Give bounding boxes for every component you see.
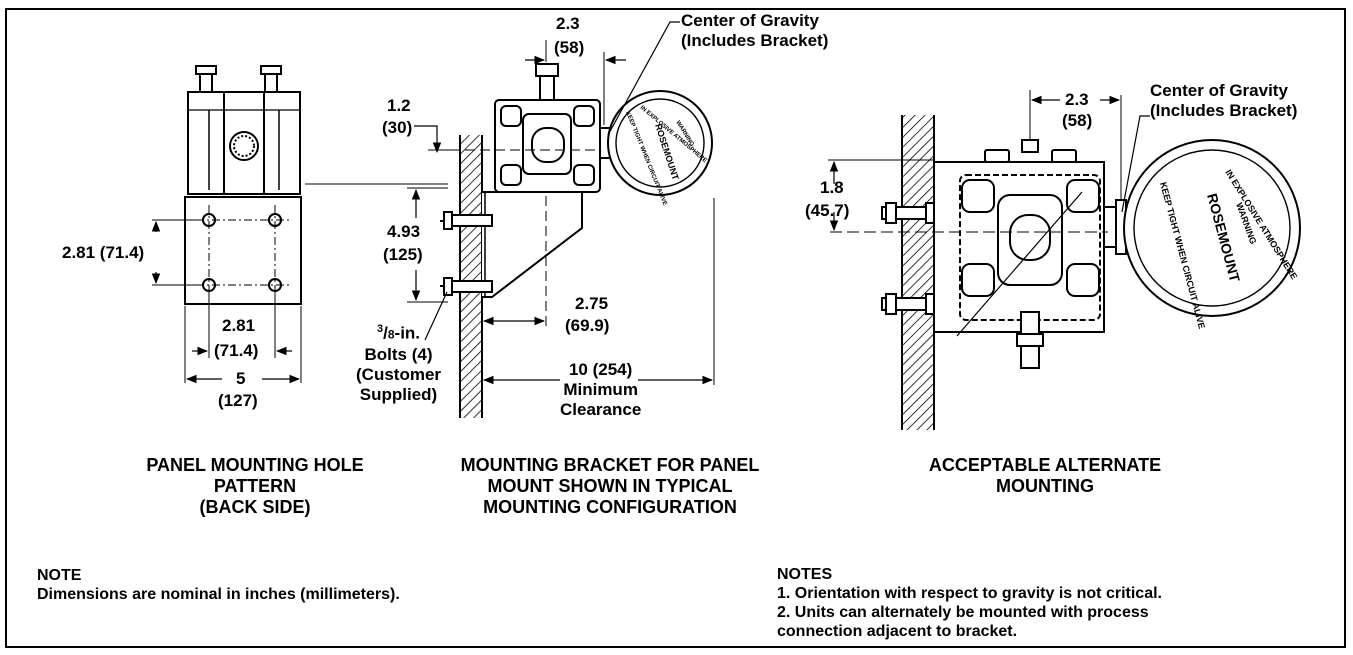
- center-clearance-line: 10 (254): [568, 360, 633, 379]
- left-caption-line: PATTERN: [213, 476, 297, 496]
- center-caption-line: MOUNT SHOWN IN TYPICAL: [487, 476, 733, 496]
- center-bolts-denominator: 8: [387, 327, 395, 342]
- right-cog-line: (Includes Bracket): [1150, 101, 1298, 120]
- right-dim-vertical-mm: (45.7): [805, 201, 850, 220]
- notes-right-line: connection adjacent to bracket.: [777, 623, 1018, 640]
- notes-left: NOTE Dimensions are nominal in inches (m…: [37, 566, 400, 604]
- left-caption: PANEL MOUNTING HOLE PATTERN (BACK SIDE): [145, 455, 365, 518]
- notes-right-heading: NOTES: [777, 566, 833, 583]
- center-dim-small-in: 1.2: [387, 96, 411, 115]
- center-bolts-unit: -in.: [394, 323, 421, 343]
- left-caption-line: (BACK SIDE): [199, 497, 311, 517]
- left-caption-line: PANEL MOUNTING HOLE: [146, 455, 364, 475]
- right-cog-line: Center of Gravity: [1150, 81, 1288, 100]
- left-dim-width-mm: (127): [218, 391, 258, 410]
- center-view-drawing: [407, 21, 715, 418]
- notes-left-heading: NOTE: [37, 567, 82, 584]
- fraction-slash: /: [383, 323, 388, 343]
- center-dim-small-mm: (30): [382, 118, 413, 137]
- right-cog-label: Center of Gravity (Includes Bracket): [1150, 81, 1297, 121]
- right-caption-line: MOUNTING: [996, 476, 1094, 496]
- notes-left-line: Dimensions are nominal in inches (millim…: [37, 586, 400, 603]
- center-clearance-line: Minimum: [563, 380, 638, 399]
- center-dim-top-mm: (58): [554, 38, 585, 57]
- center-dim-top-in: 2.3: [556, 14, 580, 33]
- center-dim-offset-in: 2.75: [575, 294, 609, 313]
- center-cog-label: Center of Gravity (Includes Bracket): [681, 11, 828, 51]
- center-bolts-label: 3/8-in. Bolts (4) (Customer Supplied): [356, 319, 441, 405]
- center-dim-clearance: 10 (254) Minimum Clearance: [560, 360, 641, 420]
- center-bolts-line: Supplied): [359, 384, 438, 404]
- center-bolts-line: Bolts (4): [364, 344, 433, 364]
- left-dim-width-in: 5: [236, 369, 246, 388]
- center-caption: MOUNTING BRACKET FOR PANEL MOUNT SHOWN I…: [420, 455, 800, 518]
- notes-right-line: 2. Units can alternately be mounted with…: [777, 604, 1149, 621]
- right-dim-top-mm: (58): [1062, 111, 1093, 130]
- figure-frame: [5, 8, 1346, 648]
- right-caption: ACCEPTABLE ALTERNATE MOUNTING: [915, 455, 1175, 497]
- center-bolts-size: 3/8-in.: [356, 319, 441, 345]
- center-caption-line: MOUNTING CONFIGURATION: [483, 497, 737, 517]
- right-caption-line: ACCEPTABLE ALTERNATE: [928, 455, 1162, 475]
- center-cog-line: Center of Gravity: [681, 11, 819, 30]
- center-dim-vertical-mm: (125): [383, 245, 423, 264]
- right-dim-top-in: 2.3: [1065, 90, 1089, 109]
- center-dim-offset-mm: (69.9): [565, 316, 610, 335]
- center-dim-vertical-in: 4.93: [387, 222, 421, 241]
- left-dim-hole-horizontal-in: 2.81: [222, 316, 256, 335]
- left-dim-hole-horizontal-mm: (71.4): [214, 341, 259, 360]
- left-dim-hole-vertical: 2.81 (71.4): [62, 243, 145, 262]
- center-cog-line: (Includes Bracket): [681, 31, 829, 50]
- notes-right: NOTES 1. Orientation with respect to gra…: [777, 565, 1162, 641]
- right-view-drawing: [828, 90, 1301, 430]
- notes-right-line: 1. Orientation with respect to gravity i…: [777, 585, 1162, 602]
- center-bolts-line: (Customer: [356, 364, 442, 384]
- center-caption-line: MOUNTING BRACKET FOR PANEL: [460, 455, 760, 475]
- left-view-drawing: [151, 65, 448, 384]
- right-dim-vertical-in: 1.8: [820, 178, 844, 197]
- center-clearance-line: Clearance: [560, 400, 642, 419]
- center-bolts-numerator: 3: [376, 323, 384, 335]
